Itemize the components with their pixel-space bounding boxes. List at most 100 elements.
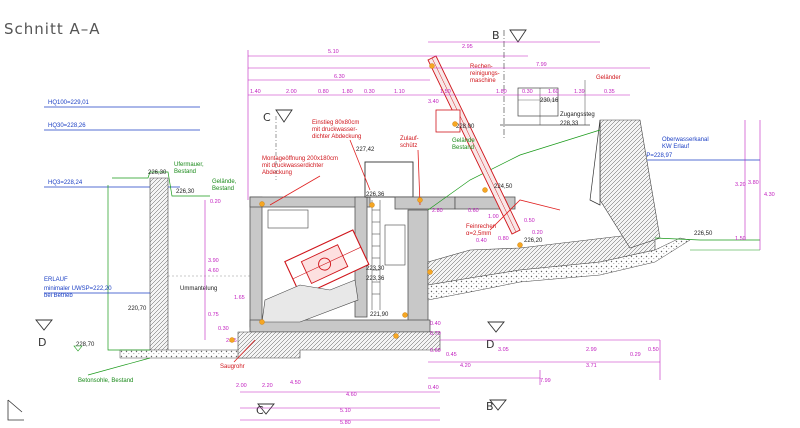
- dim-misc-22: 7.99: [540, 378, 551, 384]
- ufermauer-label-2: Bestand: [174, 169, 196, 175]
- annotations-red: Rechen- reinigungs- maschine Geländer Zu…: [180, 64, 621, 370]
- saugrohr-label: Saugrohr: [220, 364, 245, 370]
- dim-top-11: 1.80: [496, 89, 507, 95]
- dim-misc-10: 0.30: [218, 326, 229, 332]
- elev-6: 223,36: [366, 276, 385, 282]
- dim-misc-36: 4.50: [290, 380, 301, 386]
- oberwasser-label: Oberwasserkanal: [662, 137, 709, 143]
- dim-misc-18: 0.29: [630, 352, 641, 358]
- bei-betrieb-label: bei Betrieb: [44, 293, 73, 299]
- zugangssteg-label: Zugangssteg: [560, 112, 595, 118]
- dim-top-0: 5.10: [328, 49, 339, 55]
- montage-label: Montageöffnung 200x180cm: [262, 156, 338, 162]
- dim-top-10: 1.50: [440, 89, 451, 95]
- gelaende-right-label: Gelände: [452, 138, 475, 144]
- erlauf-label: ERLAUF: [44, 277, 68, 283]
- elev-10: 226,20: [524, 238, 543, 244]
- dim-misc-6: 3.90: [208, 258, 219, 264]
- gelaender-label: Geländer: [596, 75, 621, 81]
- dim-misc-19: 0.50: [648, 347, 659, 353]
- powerhouse: [237, 119, 760, 359]
- section-c-top: C: [263, 111, 271, 124]
- einstieg-label: Einstieg 80x80cm: [312, 120, 359, 126]
- owsp-label: OWSP=228,97: [632, 153, 673, 159]
- dim-top-2: 2.95: [462, 44, 473, 50]
- rechen-label-3: maschine: [470, 78, 496, 84]
- dim-top-4: 1.40: [250, 89, 261, 95]
- zulauf-label: Zulauf-: [400, 136, 419, 142]
- dim-top-14: 1.39: [574, 89, 585, 95]
- dimension-texts-top: 5.10 7.99 2.95 6.30 1.40 2.00 0.80 1.80 …: [250, 44, 615, 95]
- dim-misc-21: 3.71: [586, 363, 597, 369]
- elev-8: 220,70: [128, 306, 147, 312]
- dim-top-1: 7.99: [536, 62, 547, 68]
- elev-2: 227,42: [356, 147, 375, 153]
- dim-misc-27: 5.10: [340, 408, 351, 414]
- zulauf-label-2: schütz: [400, 143, 417, 149]
- elev-12: 226,50: [694, 231, 713, 237]
- dimension-texts-misc: 3.40 4.30 3.20 3.80 1.50 2.80 3.90 4.60 …: [208, 99, 775, 426]
- dim-misc-12: 0.40: [430, 321, 441, 327]
- section-b-bottom: B: [486, 400, 494, 413]
- elev-4: 226,36: [366, 192, 385, 198]
- elev-9: 224,50: [494, 184, 513, 190]
- section-b-top: B: [492, 29, 500, 42]
- dim-misc-28: 5.80: [340, 420, 351, 426]
- dim-misc-20: 4.20: [460, 363, 471, 369]
- dim-misc-31: 1.00: [488, 214, 499, 220]
- oberwasser-label-2: KW Erlauf: [662, 144, 689, 150]
- section-markers: B C D D C B: [7, 29, 527, 421]
- dim-misc-24: 4.60: [346, 392, 357, 398]
- dim-misc-23: 0.40: [428, 385, 439, 391]
- dim-top-9: 1.10: [394, 89, 405, 95]
- dim-misc-8: 1.65: [234, 295, 245, 301]
- rechen-label-2: reinigungs-: [470, 71, 500, 77]
- left-bank: Ufermauer, Bestand Gelände, Bestand ERLA…: [44, 162, 258, 384]
- montage-label-3: Abdeckung: [262, 170, 292, 176]
- section-c-bottom: C: [256, 404, 264, 417]
- dim-top-15: 0.35: [604, 89, 615, 95]
- elev-11: 228,33: [560, 121, 579, 127]
- elev-14: 230,16: [540, 98, 559, 104]
- dim-misc-15: 0.45: [446, 352, 457, 358]
- feinrechen-label-2: α=2,5mm: [466, 231, 491, 237]
- dim-top-5: 2.00: [286, 89, 297, 95]
- gelaende-label: Gelände,: [212, 179, 237, 185]
- betonsohle-label: Betonsohle, Bestand: [78, 378, 133, 384]
- dim-misc-25: 2.20: [262, 383, 273, 389]
- dim-misc-13: 0.70: [430, 331, 441, 337]
- montage-label-2: mit druckwasserdichter: [262, 163, 323, 169]
- dimension-lines: [204, 41, 761, 421]
- dim-misc-26: 2.00: [236, 383, 247, 389]
- dim-misc-14: 0.60: [430, 348, 441, 354]
- ummantelung-label: Ummantelung: [180, 286, 217, 292]
- elev-3: 226,30: [148, 170, 167, 176]
- hq3-label: HQ3=228,24: [48, 180, 83, 186]
- dim-misc-7: 4.60: [208, 268, 219, 274]
- einstieg-label-3: dichter Abdeckung: [312, 134, 361, 140]
- hq30-label: HQ30=228,26: [48, 123, 86, 129]
- section-d-right: D: [486, 338, 494, 351]
- elevation-markers: 228,70 226,30 227,42 226,30 226,36 223,3…: [73, 98, 713, 352]
- gelaende-right-label-2: Bestand: [452, 145, 474, 151]
- dim-top-8: 0.30: [364, 89, 375, 95]
- dim-misc-32: 0.80: [498, 236, 509, 242]
- elev-13: 228,00: [456, 124, 475, 130]
- dim-misc-4: 1.50: [735, 236, 746, 242]
- elev-5: 223,30: [366, 266, 385, 272]
- survey-points: [229, 63, 523, 343]
- dim-misc-16: 3.05: [498, 347, 509, 353]
- elev-7: 221,90: [370, 312, 389, 318]
- dim-misc-2: 3.20: [735, 182, 746, 188]
- dim-top-6: 0.80: [318, 89, 329, 95]
- elev-1: 226,30: [176, 189, 195, 195]
- rechen-label: Rechen-: [470, 64, 493, 70]
- feinrechen-label: Feinrechen: [466, 224, 496, 230]
- dim-misc-34: 0.50: [524, 218, 535, 224]
- dim-misc-1: 4.30: [764, 192, 775, 198]
- einstieg-label-2: mit druckwasser-: [312, 127, 357, 133]
- dim-misc-17: 2.99: [586, 347, 597, 353]
- dim-misc-33: 0.40: [476, 238, 487, 244]
- water-levels: HQ100=229,01 HQ30=228,26 HQ3=228,24 OWSP…: [44, 100, 760, 188]
